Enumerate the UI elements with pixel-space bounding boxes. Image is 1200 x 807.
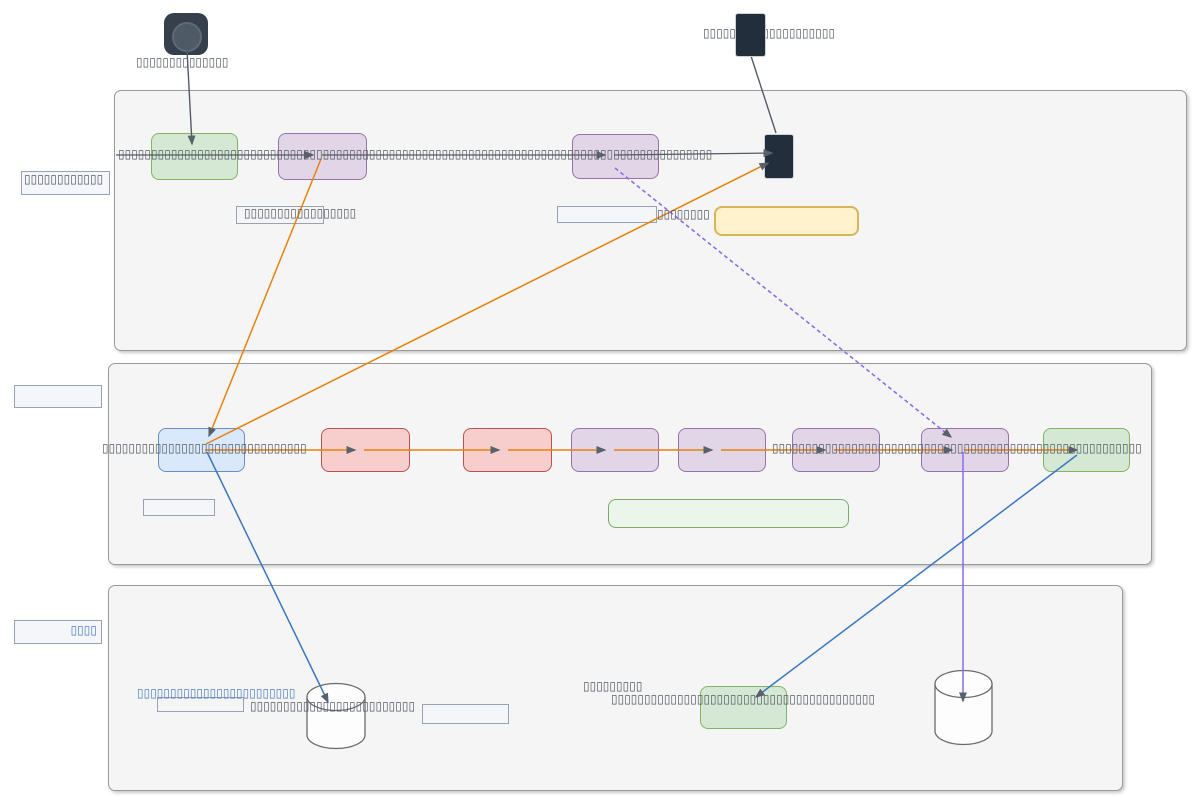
lane2-flow-label-right: ▯▯▯▯▯▯▯▯▯▯▯▯▯▯▯▯▯▯▯▯▯▯▯▯▯▯▯▯▯▯▯▯▯▯▯▯▯▯▯▯… — [772, 441, 1142, 455]
lane3-title-label: ▯▯▯▯ — [70, 623, 97, 637]
edge-camera-to-green — [186, 49, 196, 146]
lane2-title-box[interactable] — [14, 385, 102, 408]
edge-purple1-to-blue — [208, 158, 322, 438]
edge-lane1-flow-3 — [613, 149, 774, 158]
mid-green-note[interactable] — [608, 499, 849, 528]
top-note-a-box[interactable] — [236, 206, 324, 224]
bottom-note-box-right[interactable] — [422, 704, 509, 724]
bottom-mid-note-line2: ▯▯▯▯▯▯▯▯▯▯▯▯▯▯▯▯▯▯▯▯▯▯▯▯▯▯▯▯▯▯▯▯▯▯▯▯▯▯▯▯ — [611, 692, 876, 706]
edge-green-to-green — [754, 454, 1078, 698]
bottom-note-box-left[interactable] — [157, 697, 244, 712]
top-purple-step-1[interactable] — [278, 133, 367, 180]
lane1-flow-label: ▯▯▯▯▯▯▯▯▯▯▯▯▯▯▯▯▯▯▯▯▯▯▯▯▯▯▯▯▯▯▯▯▯▯▯▯▯▯▯▯… — [118, 147, 713, 161]
yellow-note[interactable] — [714, 206, 859, 236]
edge-phone-to-device — [750, 55, 777, 134]
edge-blue-to-database — [206, 451, 329, 704]
lane1-title-box[interactable]: ▯▯▯▯▯▯▯▯▯▯▯▯ — [21, 171, 110, 195]
camera-lens-icon — [172, 22, 202, 52]
edge-purple2-to-purple4-dashed — [614, 167, 953, 438]
phone-icon[interactable] — [736, 14, 765, 56]
bottom-mid-note-line1: ▯▯▯▯▯▯▯▯▯ — [583, 679, 643, 693]
top-note-b-box[interactable] — [557, 206, 657, 223]
mid-note-box[interactable] — [143, 499, 215, 516]
bottom-green-step[interactable] — [700, 686, 787, 729]
lane1-title-label: ▯▯▯▯▯▯▯▯▯▯▯▯ — [24, 172, 104, 186]
phone-label: ▯▯▯▯▯▯▯▯▯▯▯▯▯▯▯▯▯▯▯▯ — [703, 26, 836, 40]
lane3-title-box[interactable]: ▯▯▯▯ — [14, 620, 102, 644]
bottom-blue-note-label: ▯▯▯▯▯▯▯▯▯▯▯▯▯▯▯▯▯▯▯▯▯▯▯▯ — [137, 686, 296, 700]
camera-label: ▯▯▯▯▯▯▯▯▯▯▯▯▯▯ — [136, 55, 229, 69]
top-purple-step-2[interactable] — [572, 134, 659, 179]
database-left-icon[interactable] — [306, 682, 366, 750]
edge-blue-to-device — [205, 162, 770, 445]
camera-icon[interactable] — [164, 13, 208, 55]
top-note-b-label: ▯▯▯▯▯▯▯▯ — [657, 207, 710, 221]
lane2-flow-label-left: ▯▯▯▯▯▯▯▯▯▯▯▯▯▯▯▯▯▯▯▯▯▯▯▯▯▯▯▯▯▯▯ — [102, 441, 307, 455]
bottom-dark-note-label: ▯▯▯▯▯▯▯▯▯▯▯▯▯▯▯▯▯▯▯▯▯▯▯▯▯ — [250, 699, 416, 713]
top-note-a-label: ▯▯▯▯▯▯▯▯▯▯▯▯▯▯▯▯▯ — [244, 206, 357, 220]
